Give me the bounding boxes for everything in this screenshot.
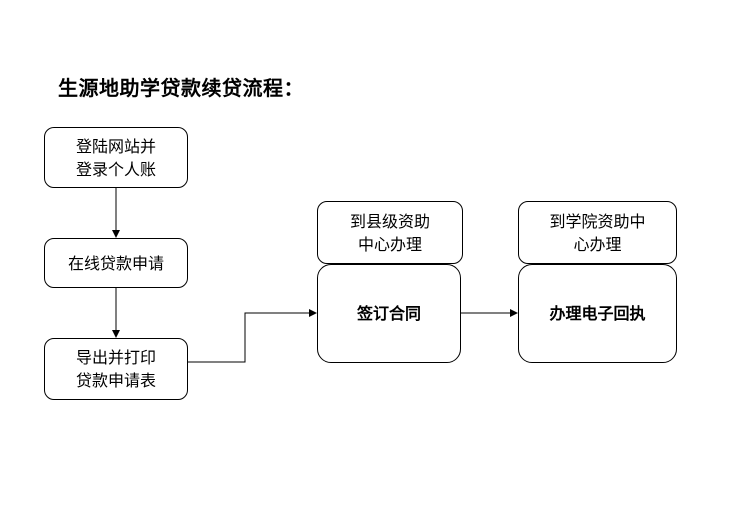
step-sign-contract-label: 签订合同 (356, 304, 421, 323)
page-title: 生源地助学贷款续贷流程： (58, 76, 304, 100)
step-receipt-box: 办理电子回执 (518, 264, 677, 363)
college-center-note-label: 到学院资助中 心办理 (549, 211, 646, 254)
step-sign-contract-box: 签订合同 (317, 264, 461, 363)
step-login-box: 登陆网站并 登录个人账 (44, 127, 188, 188)
step-receipt-label: 办理电子回执 (549, 304, 646, 323)
step-apply-box: 在线贷款申请 (44, 238, 188, 288)
step-login-label: 登陆网站并 登录个人账 (75, 136, 156, 179)
county-center-note-label: 到县级资助 中心办理 (349, 211, 430, 254)
arrow-print-to-sign (188, 309, 317, 363)
county-center-note-box: 到县级资助 中心办理 (317, 201, 463, 264)
college-center-note-box: 到学院资助中 心办理 (518, 201, 677, 264)
step-apply-label: 在线贷款申请 (67, 253, 164, 273)
step-print-label: 导出并打印 贷款申请表 (75, 348, 156, 390)
step-print-box: 导出并打印 贷款申请表 (44, 338, 188, 400)
